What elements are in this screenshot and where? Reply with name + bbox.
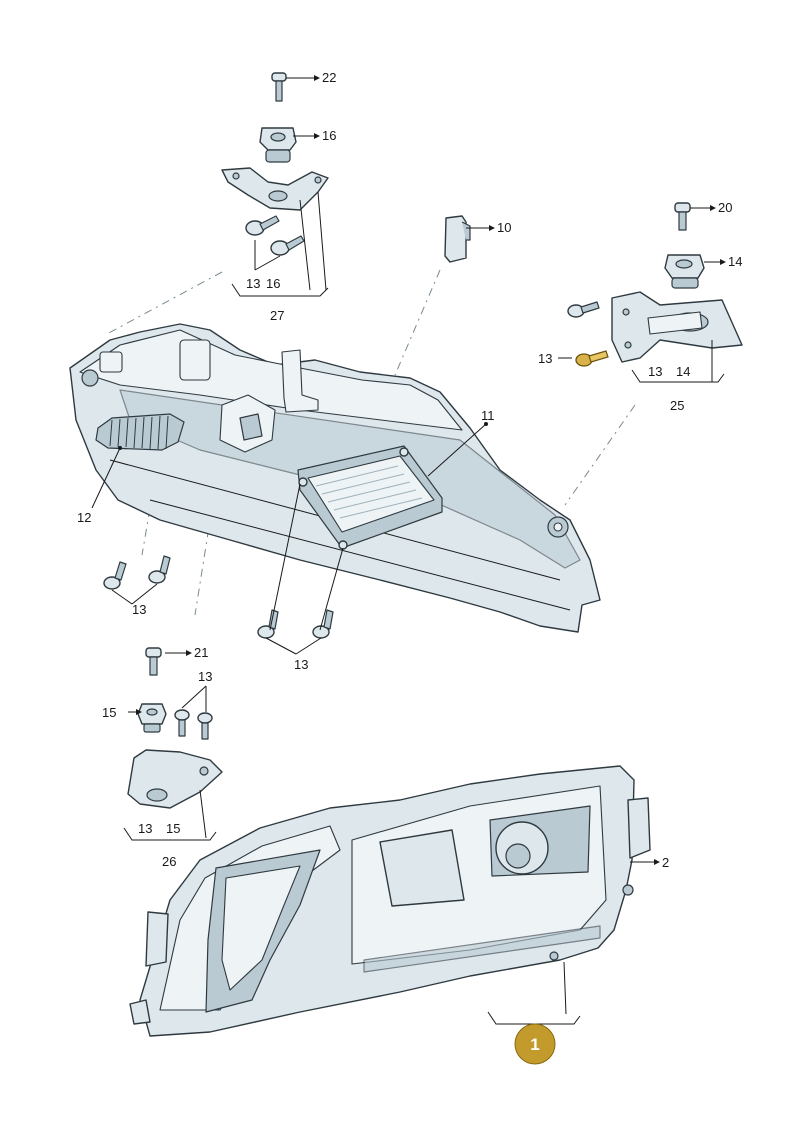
callout-12: 12 <box>77 510 91 525</box>
screw-13-lower-a[interactable] <box>174 709 190 737</box>
callout-11: 11 <box>481 408 495 423</box>
heat-sink-12[interactable] <box>95 413 185 451</box>
callout-20: 20 <box>718 200 732 215</box>
bracket-26[interactable] <box>127 749 223 809</box>
callout-13-bracket26: 13 <box>138 821 152 836</box>
bracket-27[interactable] <box>221 167 329 211</box>
callout-13-bracket27: 13 <box>246 276 260 291</box>
callout-26: 26 <box>162 854 176 869</box>
bracket-25[interactable] <box>611 291 743 363</box>
badge-label: 1 <box>530 1035 539 1054</box>
callout-16: 16 <box>322 128 336 143</box>
screw-21[interactable] <box>145 647 162 676</box>
part-number-badge[interactable]: 1 <box>514 1023 556 1065</box>
screw-16-top[interactable] <box>270 235 305 256</box>
control-module-11[interactable] <box>297 445 443 550</box>
screw-13-left-a[interactable] <box>103 561 127 590</box>
assembly-line <box>104 271 223 336</box>
callout-13-right: 13 <box>538 351 552 366</box>
callout-10: 10 <box>497 220 511 235</box>
connector-10[interactable] <box>444 215 471 263</box>
screw-13-left-b[interactable] <box>148 555 171 584</box>
screw-highlighted[interactable] <box>575 350 609 367</box>
callout-labels: 22 16 10 20 14 13 16 27 13 13 14 25 11 1… <box>77 70 742 870</box>
assembly-line <box>564 404 636 506</box>
screw-20[interactable] <box>674 202 691 231</box>
screw-13-top[interactable] <box>245 215 280 236</box>
callout-25: 25 <box>670 398 684 413</box>
leaders <box>91 75 726 1030</box>
callout-15-bracket26: 15 <box>166 821 180 836</box>
callout-13-bracket25: 13 <box>648 364 662 379</box>
nut-15[interactable] <box>137 703 167 733</box>
screw-13-mid-b[interactable] <box>312 609 334 639</box>
screw-22[interactable] <box>271 72 287 102</box>
nut-16[interactable] <box>259 127 297 163</box>
headlight-assembly-1[interactable] <box>129 765 651 1037</box>
callout-15: 15 <box>102 705 116 720</box>
nut-14[interactable] <box>664 254 705 289</box>
screw-13-lower-b[interactable] <box>197 712 213 740</box>
callout-13-left: 13 <box>132 602 146 617</box>
callout-21: 21 <box>194 645 208 660</box>
callout-2: 2 <box>662 855 669 870</box>
assembly-line <box>394 269 441 376</box>
callout-14: 14 <box>728 254 742 269</box>
callout-16-bracket27: 16 <box>266 276 280 291</box>
callout-13-mid: 13 <box>294 657 308 672</box>
screw-13-right[interactable] <box>567 301 600 318</box>
callout-22: 22 <box>322 70 336 85</box>
screw-13-mid-a[interactable] <box>257 609 279 639</box>
callout-13-lower: 13 <box>198 669 212 684</box>
callout-14-bracket25: 14 <box>676 364 690 379</box>
callout-27: 27 <box>270 308 284 323</box>
